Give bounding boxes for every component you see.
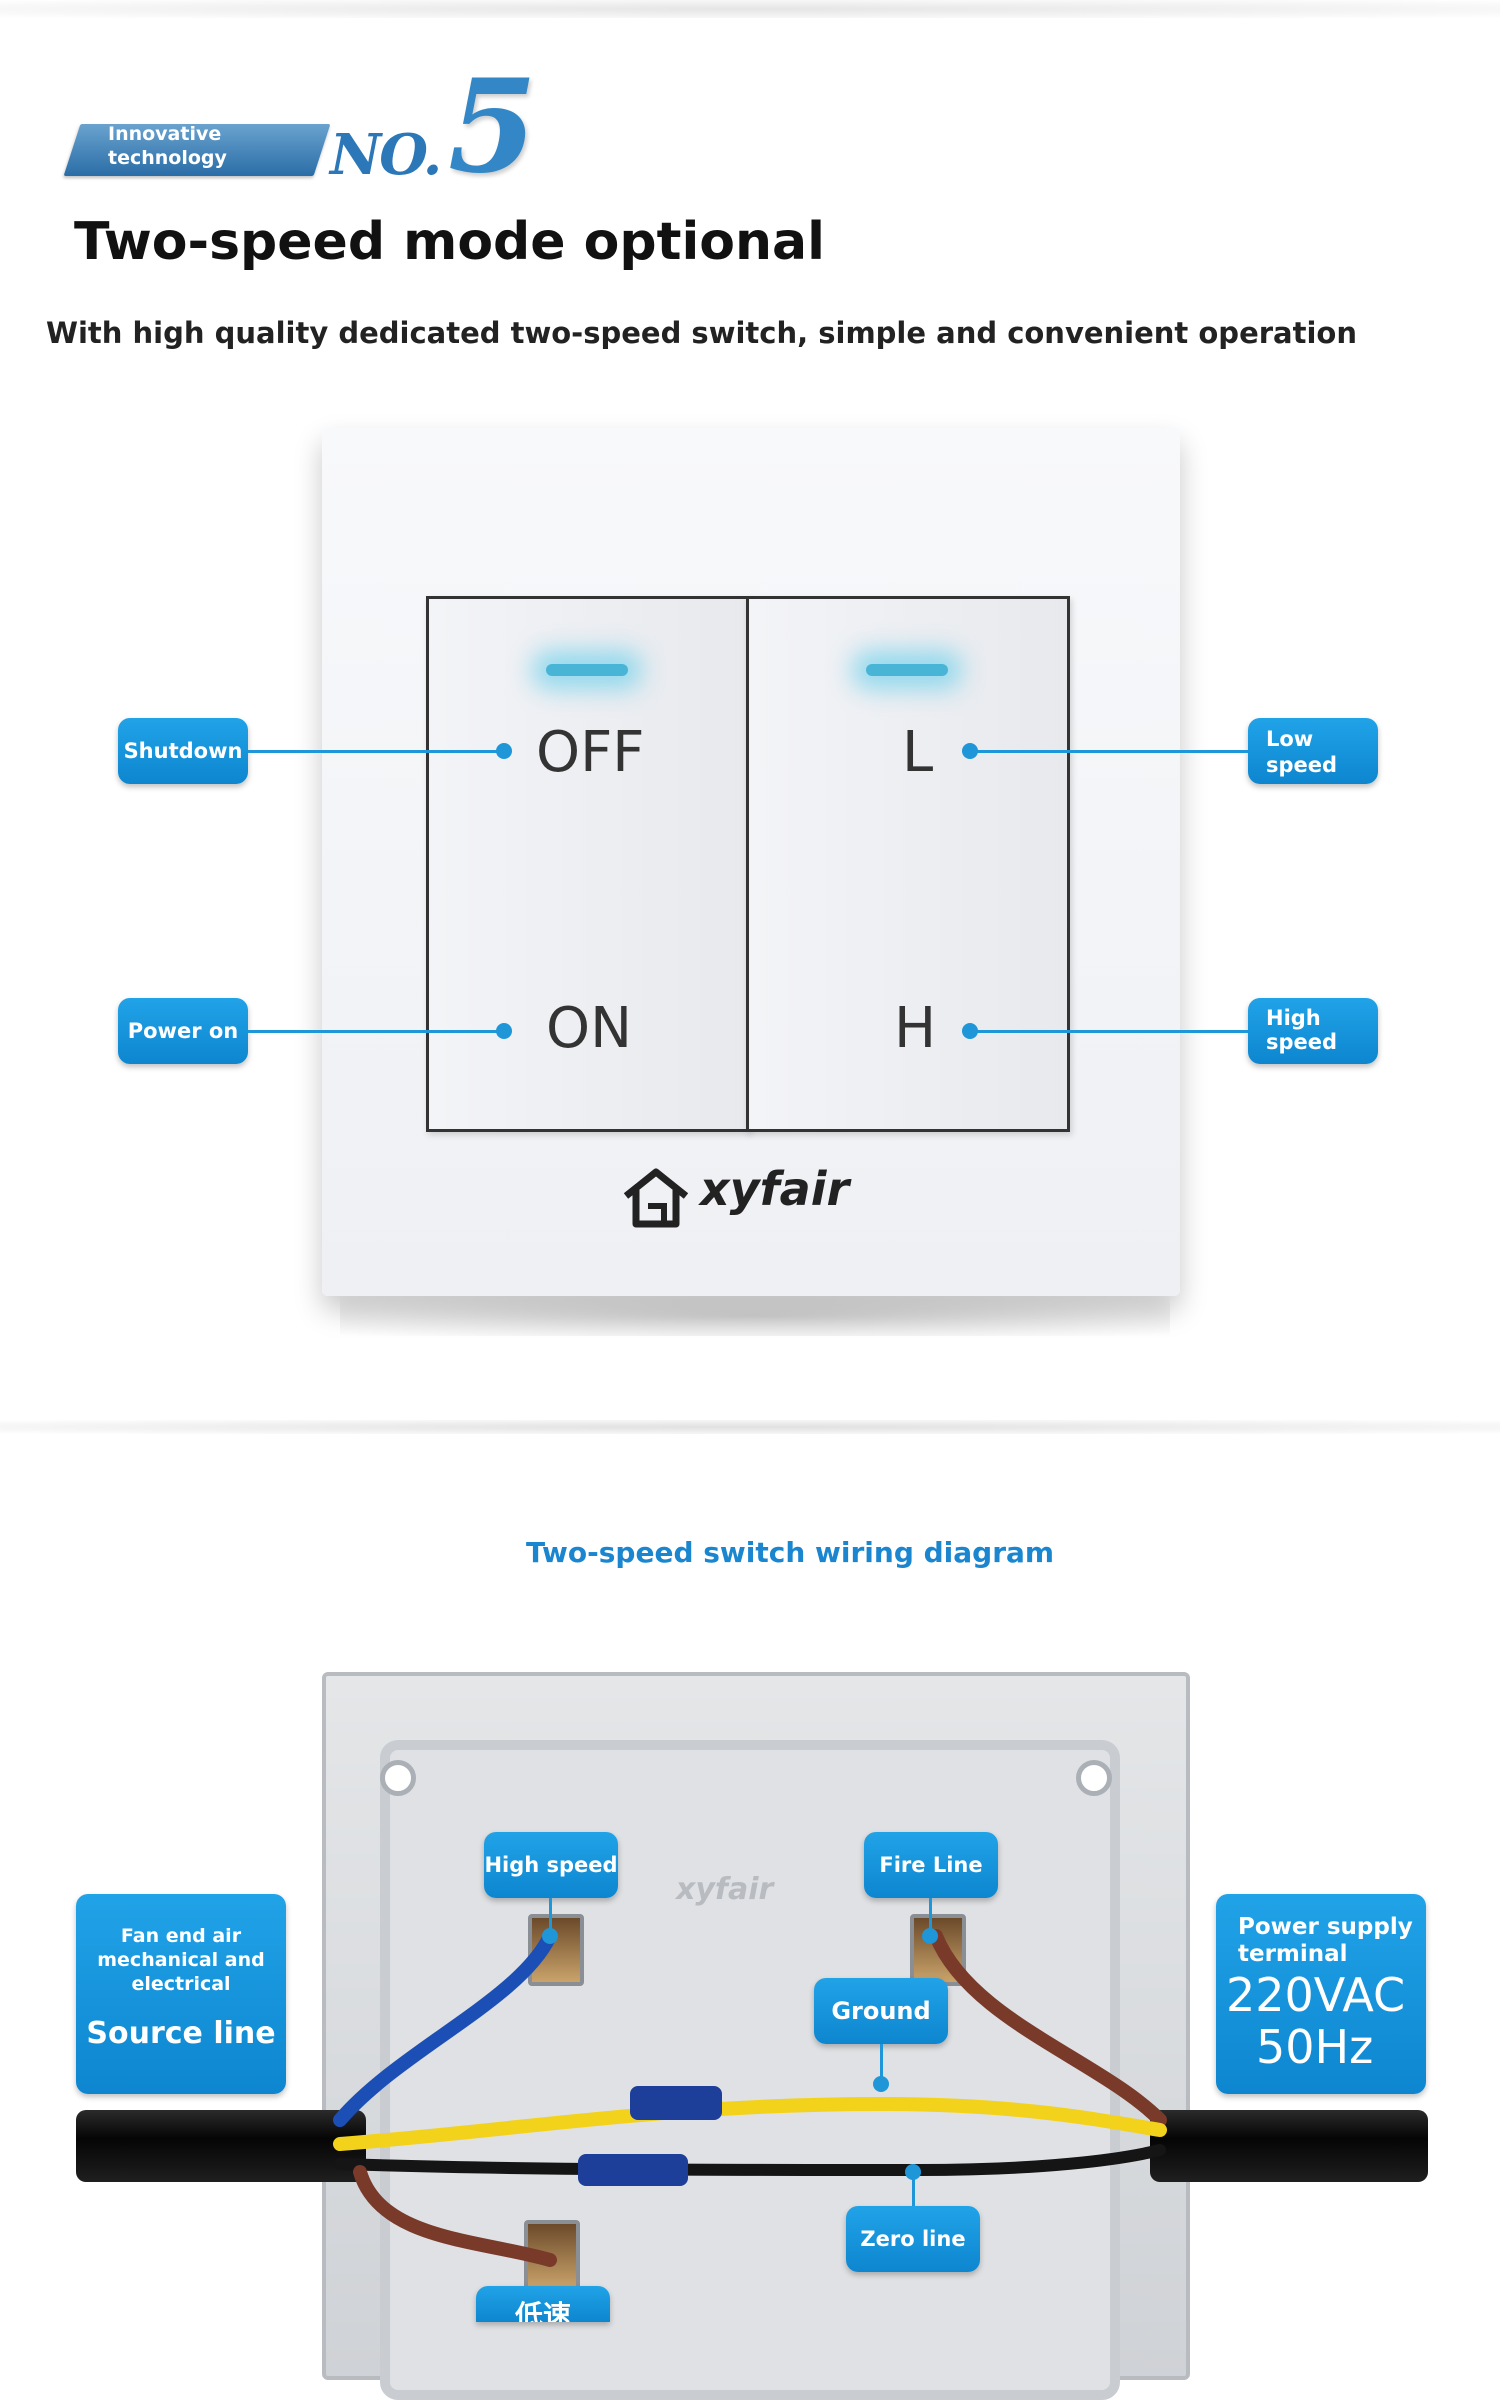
ground-pointer	[880, 2044, 883, 2084]
label-ground: Ground	[814, 1978, 948, 2044]
high-speed-leader-line	[970, 1030, 1248, 1033]
page-subtitle: With high quality dedicated two-speed sw…	[46, 316, 1357, 350]
fire-line-pointer	[929, 1898, 932, 1934]
top-shadow	[0, 0, 1500, 18]
source-cable	[76, 2110, 366, 2182]
zero-line-pointer	[912, 2170, 915, 2206]
wiring-title: Two-speed switch wiring diagram	[526, 1536, 1055, 1569]
left-rocker	[426, 596, 750, 1132]
power-desc-2: terminal	[1238, 1941, 1348, 1967]
callout-shutdown: Shutdown	[118, 718, 248, 784]
source-desc-2: mechanical and	[97, 1949, 265, 1971]
fire-line-terminal-dot	[922, 1928, 938, 1944]
zero-line-dot	[905, 2164, 921, 2180]
mounting-hole-left	[380, 1760, 416, 1796]
high-speed-pointer	[549, 1898, 552, 1934]
power-supply-box: Power supply terminal 220VAC 50Hz	[1216, 1894, 1426, 2094]
off-label: OFF	[536, 720, 645, 785]
no-label: NO.	[330, 122, 442, 188]
ground-dot	[873, 2076, 889, 2092]
right-rocker	[746, 596, 1070, 1132]
power-desc-1: Power supply	[1238, 1914, 1413, 1940]
feature-number: 5	[448, 52, 538, 202]
badge-line1: Innovative	[108, 123, 222, 145]
h-label: H	[894, 996, 937, 1061]
high-speed-terminal-dot	[542, 1928, 558, 1944]
callout-low-speed: Low speed	[1248, 718, 1378, 784]
label-low-speed-partial: 低速	[476, 2286, 610, 2322]
section-divider	[0, 1420, 1500, 1434]
power-on-leader-line	[248, 1030, 504, 1033]
voltage-value: 220VAC	[1226, 1968, 1406, 2022]
power-on-dot	[496, 1023, 512, 1039]
back-brand: xyfair	[676, 1872, 774, 1907]
wires-drawing	[333, 1929, 1167, 2267]
callout-power-on: Power on	[118, 998, 248, 1064]
source-desc-3: electrical	[131, 1973, 231, 1995]
right-led-indicator	[866, 664, 948, 676]
left-led-indicator	[546, 664, 628, 676]
high-speed-dot	[962, 1023, 978, 1039]
house-logo-icon	[623, 1168, 689, 1228]
plate-shadow	[340, 1296, 1170, 1336]
page-title: Two-speed mode optional	[74, 212, 825, 272]
source-desc-1: Fan end air	[120, 1925, 242, 1947]
switch-brand: xyfair	[700, 1162, 850, 1216]
source-line-title: Source line	[86, 2016, 276, 2051]
on-label: ON	[546, 996, 632, 1061]
label-zero-line: Zero line	[846, 2206, 980, 2272]
mounting-hole-right	[1076, 1760, 1112, 1796]
label-fire-line: Fire Line	[864, 1832, 998, 1898]
l-label: L	[902, 720, 934, 785]
callout-high-speed: High speed	[1248, 998, 1378, 1064]
low-speed-dot	[962, 743, 978, 759]
shutdown-leader-line	[248, 750, 504, 753]
low-speed-leader-line	[970, 750, 1248, 753]
power-cable	[1150, 2110, 1428, 2182]
terminal-high-speed	[528, 1914, 584, 1986]
badge-text: Innovative technology	[108, 122, 288, 170]
shutdown-dot	[496, 743, 512, 759]
badge-line2: technology	[108, 147, 227, 169]
label-high-speed: High speed	[484, 1832, 618, 1898]
source-line-box: Fan end air mechanical and electrical So…	[76, 1894, 286, 2094]
frequency-value: 50Hz	[1256, 2020, 1374, 2074]
